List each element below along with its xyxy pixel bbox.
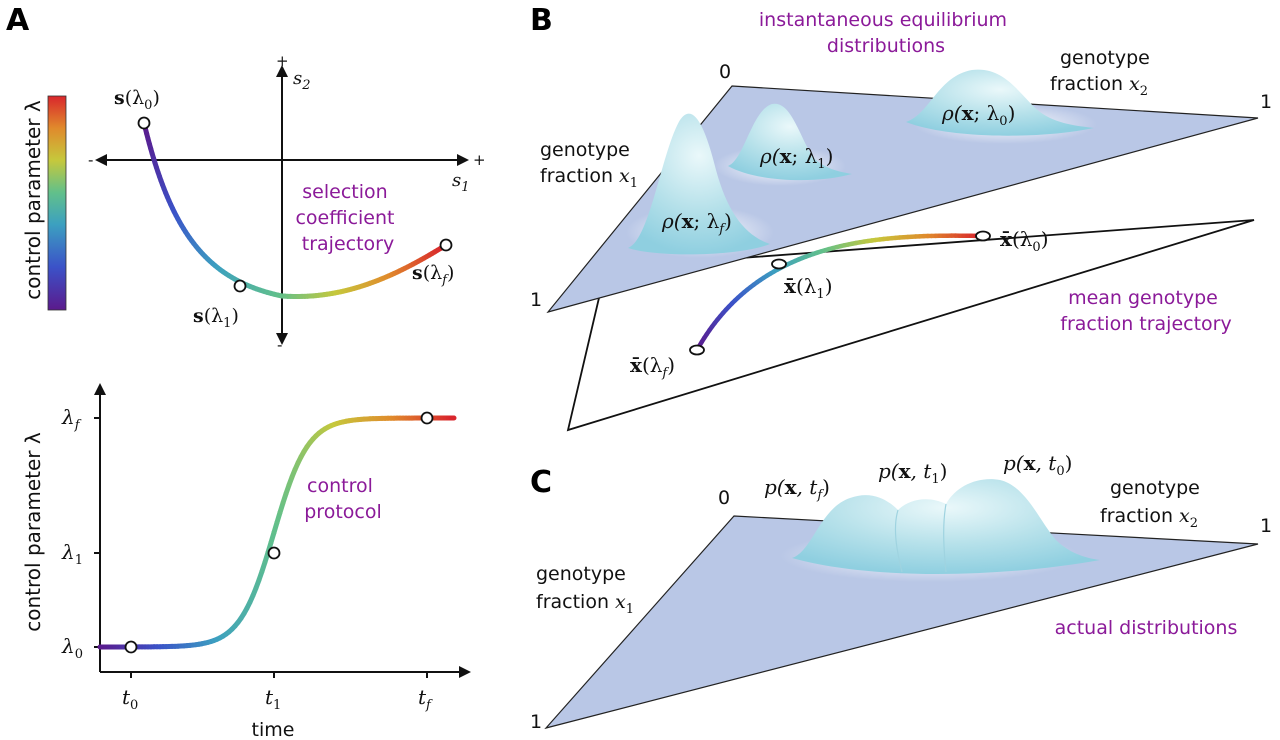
label-p-t0: p(x, t0) (1003, 451, 1072, 479)
s1-axis-plus: + (473, 151, 486, 169)
b-corner-1-left: 1 (530, 289, 542, 311)
b-corner-0: 0 (719, 61, 731, 83)
s1-label: s1 (452, 170, 470, 195)
ytick-lambda-1: λ1 (61, 540, 83, 568)
panel-c-actual: p(x, tf) p(x, t1) p(x, t0) 0 1 1 genotyp… (530, 451, 1272, 733)
protocol-xlabel: time (252, 719, 295, 740)
b-corner-1-right: 1 (1260, 91, 1272, 113)
label-mean-lambda1: x̄(λ1) (784, 274, 833, 302)
colorbar: control parameter λ (21, 95, 67, 311)
label-s-lambda1: s(λ1) (193, 305, 239, 331)
colorbar-gradient (47, 95, 67, 311)
ytick-lambda-0: λ0 (61, 634, 83, 662)
protocol-ylabel: control parameter λ (21, 432, 45, 632)
point-s-lambda0 (137, 116, 151, 130)
c-corner-1-left: 1 (530, 711, 542, 733)
peak-rho-lambda-0 (906, 69, 1094, 136)
protocol-curve (97, 415, 457, 650)
label-rho-lambda0: ρ(x; λ0) (941, 101, 1015, 129)
label-mean-lambda0: x̄(λ0) (1000, 227, 1049, 255)
actual-distribution-surface (792, 479, 1100, 574)
label-rho-lambdaf: ρ(x; λf) (661, 209, 732, 237)
label-p-tf: p(x, tf) (764, 475, 830, 503)
panel-label-b: B (530, 3, 553, 38)
label-s-lambda0: s(λ0) (114, 87, 160, 113)
s2-label: s2 (293, 68, 311, 93)
equilibrium-title: instantaneous equilibrium distributions (759, 9, 1013, 57)
selection-annotation: selection coefficient trajectory (295, 181, 400, 255)
point-s-lambda1 (233, 279, 247, 293)
trajectory-annotation: mean genotype fraction trajectory (1060, 287, 1231, 335)
panel-b-equilibrium: instantaneous equilibrium distributions … (530, 9, 1272, 432)
label-mean-lambdaf: x̄(λf) (630, 353, 675, 381)
selection-phase-plot: + - + - s2 s1 s(λ0) s(λ1) s(λf) selectio… (88, 52, 486, 354)
protocol-annotation: control protocol (304, 475, 382, 523)
ytick-lambda-f: λf (61, 405, 82, 433)
c-corner-1-right: 1 (1260, 515, 1272, 537)
s2-axis-plus: + (276, 52, 289, 70)
mean-point-lambda0 (975, 230, 991, 242)
trajectory-plane (566, 219, 1255, 432)
actual-annotation: actual distributions (1055, 617, 1238, 639)
s2-axis-minus: - (277, 336, 282, 354)
mean-point-lambda1 (771, 258, 787, 270)
xtick-tf: tf (418, 685, 433, 713)
colorbar-label: control parameter λ (21, 100, 45, 300)
c-corner-0: 0 (718, 487, 730, 509)
protocol-point-t1 (267, 546, 281, 560)
panel-label-a: A (6, 3, 30, 38)
xtick-t1: t1 (265, 685, 281, 713)
protocol-point-t0 (124, 640, 138, 654)
control-protocol-plot: control parameter λ time λf λ1 λ0 t0 t1 … (21, 383, 471, 740)
point-s-lambdaf (439, 238, 453, 252)
label-rho-lambda1: ρ(x; λ1) (759, 144, 833, 172)
peak-rho-lambda-1 (728, 103, 852, 181)
s1-axis-minus: - (88, 151, 93, 169)
mean-point-lambdaf (689, 344, 705, 356)
peak-rho-lambda-f (628, 113, 770, 255)
label-s-lambdaf: s(λf) (412, 262, 454, 288)
panel-label-c: C (530, 465, 552, 500)
label-p-t1: p(x, t1) (878, 459, 947, 487)
protocol-point-tf (420, 411, 434, 425)
xtick-t0: t0 (122, 685, 138, 713)
